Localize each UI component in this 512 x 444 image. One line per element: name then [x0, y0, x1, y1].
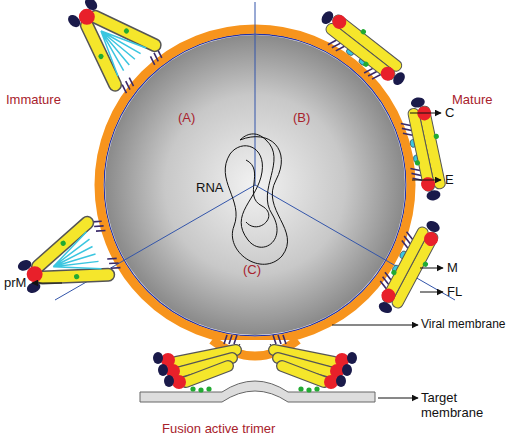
fusion-trimers [153, 335, 357, 393]
sector-label: (B) [293, 110, 310, 125]
leader-lines [32, 113, 443, 398]
part-label: E [445, 172, 454, 187]
part-label: Viral membrane [421, 317, 505, 332]
sector-label: (C) [243, 262, 261, 277]
part-label: Target membrane [421, 390, 493, 420]
sector-label: (A) [178, 110, 195, 125]
part-label: FL [447, 284, 462, 299]
part-label: M [447, 260, 458, 275]
caption-label: Fusion active trimer [162, 421, 275, 436]
rna-genome [225, 134, 287, 264]
part-label: C [445, 105, 454, 120]
mature-dimers [311, 4, 452, 320]
part-label: prM [4, 275, 26, 290]
state-label: Immature [6, 92, 61, 107]
part-label: RNA [196, 180, 223, 195]
immature-spikes [12, 0, 164, 305]
state-label: Mature [452, 92, 492, 107]
